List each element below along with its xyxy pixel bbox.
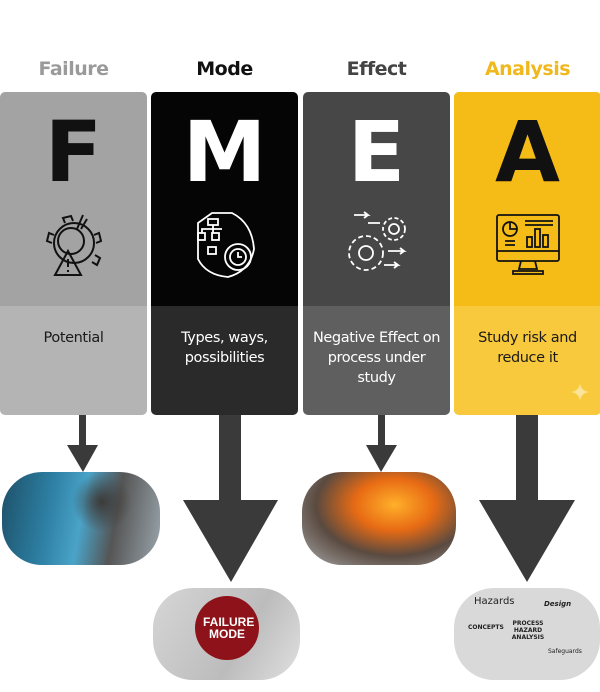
card-analysis: A Study risk and reduce it: [454, 92, 600, 415]
description-analysis: Study risk and reduce it: [478, 330, 577, 366]
letter-f: F: [44, 103, 103, 201]
flowchart-gear-icon: [197, 212, 255, 278]
photo-word: Safeguards: [548, 648, 582, 655]
card-failure: F Potential: [0, 92, 147, 415]
card-effect: E Negative Effect on process under study: [303, 92, 450, 415]
header-analysis: Analysis: [484, 58, 571, 80]
arrow-effect: [366, 415, 397, 472]
photo-burning-motor: [2, 472, 160, 565]
photo-process-hazard-analysis: Hazards Design CONCEPTS PROCESS HAZARD A…: [454, 588, 600, 680]
monitor-chart-icon: [496, 214, 560, 275]
header-failure: Failure: [38, 58, 110, 80]
photo-text-failure-mode: FAILURE MODE: [203, 615, 255, 641]
header-mode: Mode: [196, 58, 253, 80]
photo-word: CONCEPTS: [468, 624, 504, 631]
arrow-analysis: [479, 415, 575, 582]
description-mode: Types, ways, possibilities: [181, 330, 268, 366]
gears-arrows-icon: [348, 211, 407, 271]
photo-industrial-fire: [302, 472, 456, 565]
arrows-layer: [67, 415, 575, 582]
gear-warning-icon: [45, 214, 103, 276]
photo-failure-mode-chain: FAILURE MODE: [153, 588, 300, 680]
sparkle-icon: [571, 383, 589, 401]
letter-a: A: [494, 103, 560, 201]
letter-m: M: [182, 103, 267, 201]
card-mode: M Types, ways, possibilities: [151, 92, 298, 415]
arrow-failure: [67, 415, 98, 472]
photo-word: Hazards: [474, 596, 515, 607]
letter-e: E: [347, 103, 406, 201]
header-effect: Effect: [346, 58, 407, 80]
photo-word: Design: [544, 600, 572, 608]
description-failure: Potential: [43, 330, 104, 346]
description-effect: Negative Effect on process under study: [312, 330, 441, 386]
photo-word: PROCESS HAZARD ANALYSIS: [511, 620, 545, 641]
arrow-mode: [183, 415, 278, 582]
